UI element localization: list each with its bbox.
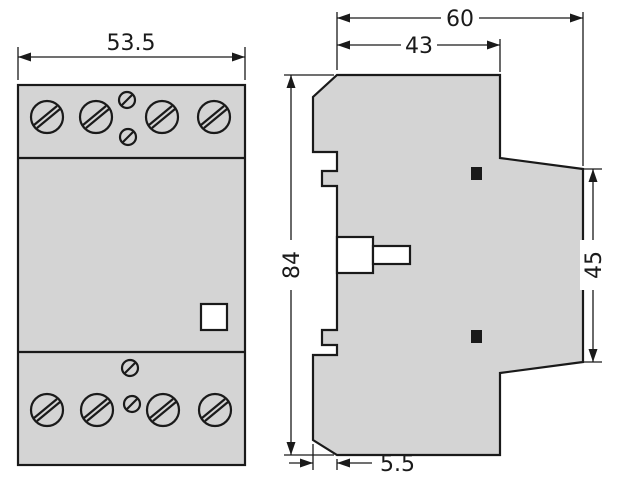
dim-body-depth: 43 <box>337 33 501 72</box>
dim-label: 60 <box>446 7 474 32</box>
screw-slot <box>148 105 173 126</box>
arrowhead <box>487 40 500 50</box>
screw-head-circle <box>79 392 115 428</box>
screw-slot <box>86 401 111 422</box>
screw-slot <box>203 108 228 129</box>
screw-slot <box>122 131 134 143</box>
screw-slot <box>151 108 176 129</box>
screw-terminal <box>29 99 65 135</box>
dim-front-face-height: 45 <box>580 168 607 363</box>
arrowhead <box>232 52 245 62</box>
aux-screw <box>118 127 138 147</box>
screw-head-circle <box>144 99 180 135</box>
dim-label: 53.5 <box>107 31 156 56</box>
aux-screw <box>120 358 140 378</box>
label-mask <box>441 6 479 29</box>
arrowhead <box>588 169 598 182</box>
screw-slot <box>36 108 61 129</box>
screw-slot <box>33 398 58 419</box>
screw-head-circle <box>197 392 233 428</box>
vent-mark-top <box>471 167 482 180</box>
side-view: 60 43 84 45 <box>278 6 607 477</box>
screw-slot <box>204 401 229 422</box>
dim-label: 5.5 <box>380 452 415 477</box>
vent-mark-bottom <box>471 330 482 343</box>
screw-terminal <box>197 392 233 428</box>
dim-label: 43 <box>405 34 433 59</box>
screw-head-circle <box>78 99 114 135</box>
screw-slot <box>124 362 136 374</box>
aux-screw <box>117 90 137 110</box>
side-profile <box>311 73 585 457</box>
dim-front-width: 53.5 <box>17 31 246 80</box>
screw-slot <box>82 105 107 126</box>
arrowhead <box>286 442 296 455</box>
screw-terminal <box>79 392 115 428</box>
arrowhead <box>286 75 296 88</box>
arrowhead <box>588 349 598 362</box>
screw-slot <box>152 401 177 422</box>
screw-terminal <box>29 392 65 428</box>
arrowhead <box>300 458 313 468</box>
screw-slot <box>201 398 226 419</box>
screw-terminal <box>196 99 232 135</box>
screw-head-circle <box>196 99 232 135</box>
actuator-plunger <box>371 244 412 266</box>
screw-head-circle <box>29 392 65 428</box>
screw-head-circle <box>145 392 181 428</box>
screw-terminal <box>144 99 180 135</box>
screw-slot <box>85 108 110 129</box>
screw-slot <box>126 398 138 410</box>
label-mask <box>278 240 303 290</box>
label-mask <box>580 240 605 290</box>
front-view: 53.5 <box>16 31 247 467</box>
screw-slot <box>121 94 133 106</box>
indicator-window <box>199 302 229 332</box>
arrowhead <box>337 458 350 468</box>
screw-slot <box>36 401 61 422</box>
screw-terminal <box>145 392 181 428</box>
arrowhead <box>337 13 350 23</box>
screw-head-circle <box>29 99 65 135</box>
arrowhead <box>18 52 31 62</box>
screw-slot <box>149 398 174 419</box>
dim-label: 45 <box>582 251 607 279</box>
screw-terminal <box>78 99 114 135</box>
screw-slot <box>200 105 225 126</box>
aux-screw <box>122 394 142 414</box>
arrowhead <box>570 13 583 23</box>
dim-rail-clip-offset: 5.5 <box>289 444 415 477</box>
actuator-button <box>335 235 375 275</box>
dim-overall-depth: 60 <box>336 6 584 166</box>
screw-slot <box>83 398 108 419</box>
label-mask <box>401 33 437 56</box>
screw-slot <box>33 105 58 126</box>
arrowhead <box>337 40 350 50</box>
dim-overall-height: 84 <box>278 74 334 456</box>
dim-label: 84 <box>280 251 305 279</box>
